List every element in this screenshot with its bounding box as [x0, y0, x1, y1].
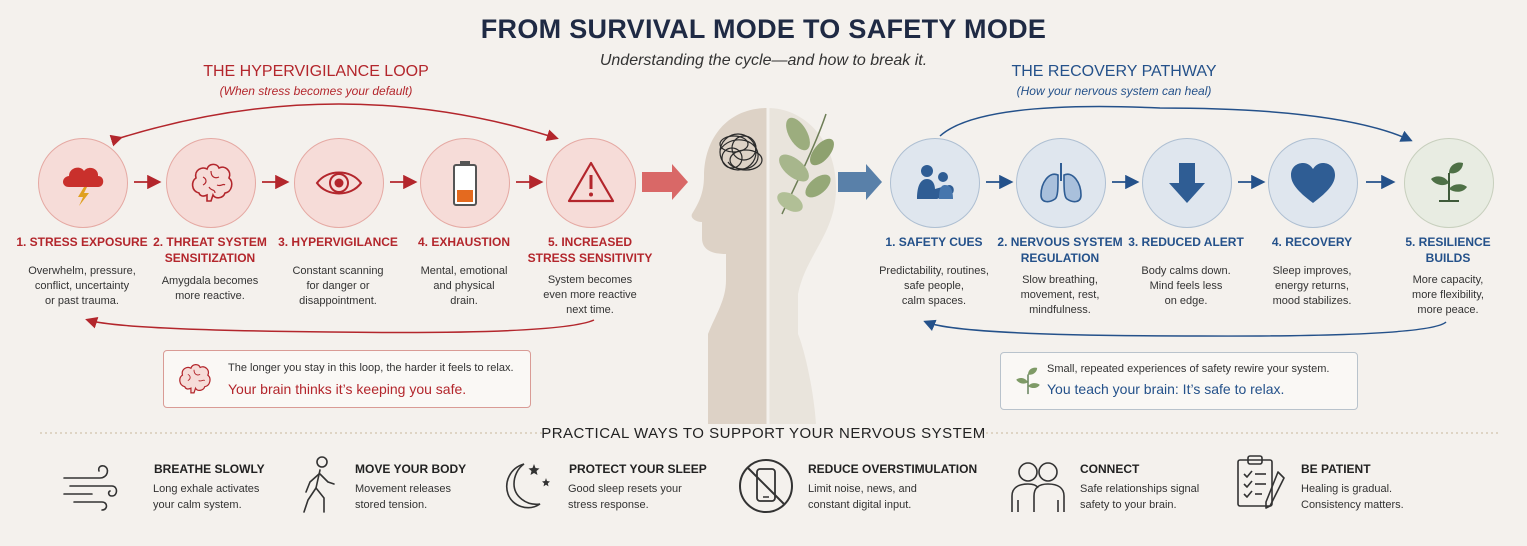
recovery-note-big: You teach your brain: It’s safe to relax… [1047, 381, 1285, 397]
recovery-step-4-circle [1268, 138, 1358, 228]
tip-6-title: BE PATIENT [1301, 462, 1371, 476]
tip-5-title: CONNECT [1080, 462, 1140, 476]
loop-subtitle: (When stress becomes your default) [219, 84, 413, 98]
brain-icon [179, 364, 211, 394]
loop-step-2-circle [166, 138, 256, 228]
clipboard-icon [1237, 455, 1285, 509]
recovery-step-1-circle [890, 138, 980, 228]
recovery-step-1-label: 1. SAFETY CUES [885, 235, 983, 249]
loop-note-big: Your brain thinks it’s keeping you safe. [228, 381, 467, 397]
low-battery-icon [453, 161, 477, 206]
leaves-icon [777, 113, 834, 215]
recovery-step-1-desc: Predictability, routines,safe people,cal… [879, 265, 989, 307]
recovery-step-4-label: 4. RECOVERY [1271, 235, 1353, 249]
walking-icon [303, 456, 335, 513]
recovery-return-arrow [923, 319, 1447, 337]
tip-6-text: Healing is gradual.Consistency matters. [1301, 483, 1404, 511]
eye-icon [315, 171, 363, 195]
tip-2-title: MOVE YOUR BODY [355, 462, 467, 476]
recovery-step-3-circle [1142, 138, 1232, 228]
recovery-step-2-circle [1016, 138, 1106, 228]
heart-icon [1291, 163, 1335, 203]
loop-step-4-circle [420, 138, 510, 228]
to-head-arrow [642, 164, 688, 200]
loop-step-1-circle [38, 138, 128, 228]
loop-step-3-label: 3. HYPERVIGILANCE [278, 235, 398, 249]
recovery-title: THE RECOVERY PATHWAY [1011, 63, 1217, 80]
tangled-thoughts-icon [719, 133, 763, 171]
recovery-step-4-desc: Sleep improves,energy returns,mood stabi… [1272, 265, 1352, 307]
recovery-step-5-desc: More capacity,more flexibility,more peac… [1412, 274, 1484, 316]
moon-icon [506, 463, 550, 509]
practical-title: PRACTICAL WAYS TO SUPPORT YOUR NERVOUS S… [541, 425, 986, 442]
page-subtitle: Understanding the cycle—and how to break… [599, 52, 928, 69]
loop-step-5-circle [546, 138, 636, 228]
no-phone-icon [739, 459, 793, 513]
storm-cloud-icon [63, 167, 104, 206]
loop-step-1-label: 1. STRESS EXPOSURE [16, 235, 148, 249]
warning-icon [567, 161, 615, 203]
tip-4-title: REDUCE OVERSTIMULATION [808, 462, 978, 476]
lungs-icon [1040, 163, 1082, 203]
head-illustration [691, 104, 836, 428]
loop-step-1-desc: Overwhelm, pressure,conflict, uncertaint… [28, 265, 136, 307]
people-icon [1011, 462, 1065, 512]
loop-top-arrow [109, 103, 559, 147]
loop-note-small: The longer you stay in this loop, the ha… [228, 362, 514, 374]
tip-1-title: BREATHE SLOWLY [154, 462, 265, 476]
loop-step-4-label: 4. EXHAUSTION [417, 235, 510, 249]
loop-note-box: The longer you stay in this loop, the ha… [163, 350, 531, 408]
page-title: FROM SURVIVAL MODE TO SAFETY MODE [480, 14, 1047, 44]
recovery-step-5-circle [1404, 138, 1494, 228]
recovery-step-3-label: 3. REDUCED ALERT [1128, 235, 1244, 249]
loop-return-arrow [85, 316, 595, 334]
loop-title: THE HYPERVIGILANCE LOOP [203, 63, 429, 80]
recovery-top-arrow [939, 105, 1413, 142]
hug-icon [917, 165, 954, 199]
down-arrow-icon [1169, 163, 1205, 203]
loop-step-3-circle [294, 138, 384, 228]
recovery-subtitle: (How your nervous system can heal) [1016, 84, 1212, 98]
from-head-arrow [838, 164, 882, 200]
breath-icon [63, 465, 118, 511]
recovery-step-2-desc: Slow breathing,movement, rest,mindfulnes… [1020, 274, 1100, 316]
recovery-note-box: Small, repeated experiences of safety re… [1000, 352, 1358, 410]
sprout-icon [1431, 162, 1467, 202]
brain-icon [191, 163, 233, 202]
tip-3-title: PROTECT YOUR SLEEP [569, 462, 707, 476]
recovery-note-small: Small, repeated experiences of safety re… [1047, 363, 1330, 375]
sprout-icon [1016, 367, 1040, 395]
